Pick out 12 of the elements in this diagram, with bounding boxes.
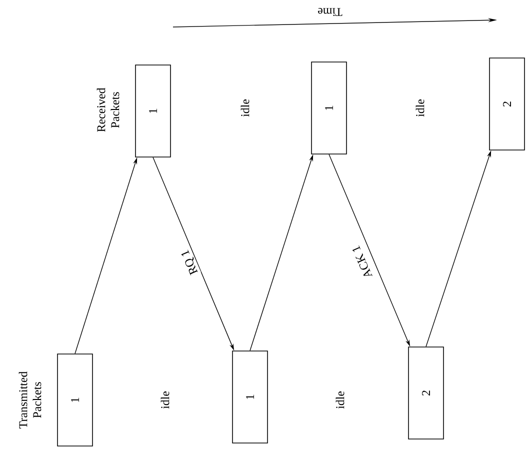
state-label: idle <box>240 99 250 117</box>
packet-box: 1 <box>57 354 93 446</box>
packet-box: 2 <box>408 346 444 440</box>
packet-box: 1 <box>311 62 347 154</box>
state-label: idle <box>160 391 170 409</box>
edge-label: RQ 1 <box>179 246 202 277</box>
packet-box: 1 <box>135 64 171 158</box>
state-label: idle <box>416 99 424 117</box>
packet-box: 2 <box>489 58 525 150</box>
state-label: idle <box>336 391 344 409</box>
edge-label: ACK 1 <box>350 243 374 281</box>
packet-box: 1 <box>232 350 268 444</box>
